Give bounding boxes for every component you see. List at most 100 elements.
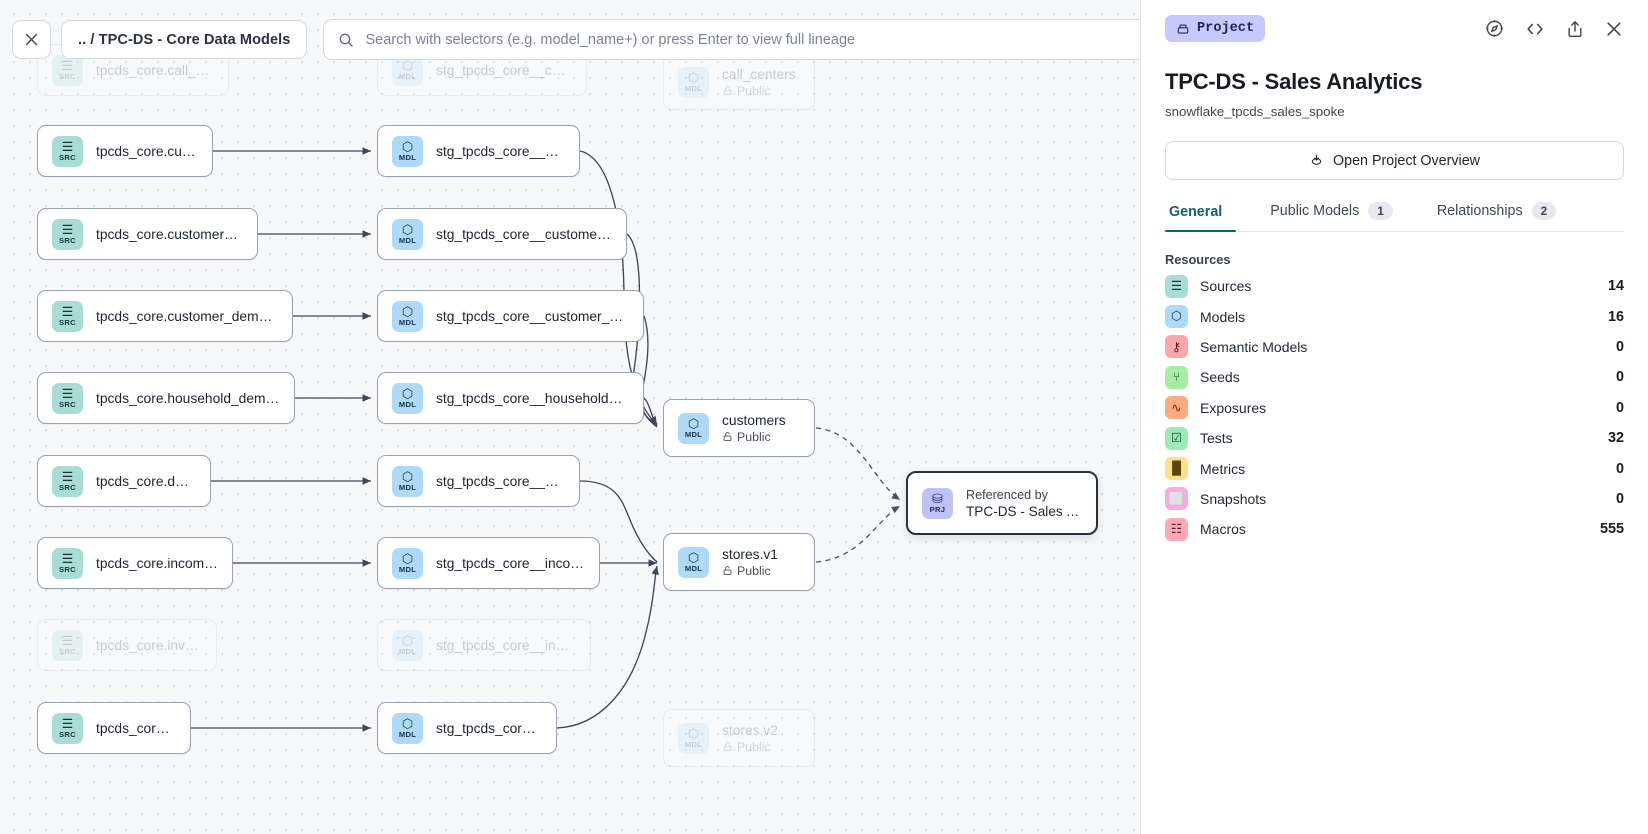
node-title: tpcds_core.income_band [96,555,218,571]
graph-icon: ⚷ [1165,335,1188,359]
project-overview-icon [1311,154,1322,165]
code-icon[interactable] [1524,18,1546,40]
breadcrumb[interactable]: .. / TPC-DS - Core Data Models [61,20,308,59]
database-icon: ☰SRC [52,547,83,579]
cube-icon: ⬡MDL [392,465,423,497]
tab-label: Public Models [1270,203,1360,219]
lineage-canvas[interactable]: ☰SRCtpcds_core.call_center☰SRCtpcds_core… [0,0,1140,834]
node-title: stg_tpcds_core__inventory [436,637,576,653]
project-badge-label: Project [1197,21,1255,36]
cube-icon: ⬡MDL [678,412,709,444]
detail-panel: Project [1140,0,1648,834]
resource-count: 14 [1607,278,1624,295]
cube-icon: ⬡MDL [678,722,709,754]
lock-open-icon [723,432,732,441]
gauge-icon: ∿ [1165,396,1188,420]
node-title: tpcds_core.customer_demographics [96,308,278,324]
project-icon: ⛁PRJ [922,487,953,519]
lineage-node-stg_hh_demo[interactable]: ⬡MDLstg_tpcds_core__household_demogr… [377,372,644,424]
node-access-badge: Public [722,740,778,754]
lineage-node-src_date_dim[interactable]: ☰SRC tpcds_core.date_dim [37,455,211,507]
lineage-node-src_inventory[interactable]: ☰SRC tpcds_core.inventory [37,619,217,671]
cube-icon: ⬡MDL [392,712,423,744]
lineage-node-src_cust_demo[interactable]: ☰SRC tpcds_core.customer_demographics [37,290,293,342]
node-title: tpcds_core.date_dim [96,473,196,489]
resource-name: Models [1200,308,1246,325]
resource-count: 0 [1615,369,1624,386]
tab-public-models[interactable]: Public Models 1 [1248,202,1415,231]
tab-label: General [1169,204,1223,220]
project-type-badge[interactable]: Project [1165,15,1266,42]
resources-section-label: Resources [1165,252,1231,267]
open-project-overview-button[interactable]: Open Project Overview [1165,141,1624,180]
node-title: stg_tpcds_core__call_center [436,62,572,78]
close-panel-icon[interactable] [1604,19,1624,39]
explore-icon[interactable] [1484,18,1505,39]
lock-open-icon [723,566,732,575]
database-icon: ☰SRC [52,712,83,744]
node-title: tpcds_core.call_center [96,62,214,78]
tab-count-badge: 2 [1531,202,1557,220]
node-title: stg_tpcds_core__income_band [436,555,585,571]
lock-open-icon [723,86,732,95]
resource-name: Tests [1200,430,1233,447]
database-icon: ☰SRC [52,465,83,497]
cube-icon: ⬡MDL [392,135,423,167]
cube-icon: ⬡ [1165,305,1188,329]
close-lineage-button[interactable] [12,20,51,59]
node-access-badge: Public [722,430,786,444]
resource-name: Macros [1200,521,1246,538]
page-title: TPC-DS - Sales Analytics [1165,69,1423,94]
search-bar[interactable] [323,19,1140,60]
node-title: stg_tpcds_core__customer_address [436,226,612,242]
cube-icon: ⬡MDL [678,546,709,578]
camera-icon: ⬜ [1165,487,1188,511]
checklist-icon: ☑ [1165,426,1188,450]
node-title: tpcds_core.inventory [96,637,202,653]
node-title: tpcds_core.customer_address [96,226,243,242]
resource-count: 0 [1615,490,1624,507]
resource-count: 0 [1615,338,1624,355]
database-icon: ☰SRC [52,300,83,332]
tab-count-badge: 1 [1368,202,1393,220]
database-icon: ☰SRC [52,629,83,661]
close-icon [25,33,38,46]
share-icon[interactable] [1565,19,1585,39]
project-subtitle: snowflake_tpcds_sales_spoke [1165,104,1345,119]
node-title: stg_tpcds_core__household_demogr… [436,390,629,406]
tab-general[interactable]: General [1165,204,1248,232]
node-title: stores.v2 [722,722,778,738]
database-icon: ☰SRC [52,54,83,86]
search-input[interactable] [365,31,1137,48]
node-title: call_centers [722,66,796,82]
node-title: stg_tpcds_core__customer_demogra… [436,308,629,324]
lineage-node-src_income_band[interactable]: ☰SRC tpcds_core.income_band [37,537,233,589]
node-title: TPC-DS - Sales Analytics [966,503,1082,519]
lineage-node-stg_cust_demo[interactable]: ⬡MDLstg_tpcds_core__customer_demogra… [377,290,644,342]
